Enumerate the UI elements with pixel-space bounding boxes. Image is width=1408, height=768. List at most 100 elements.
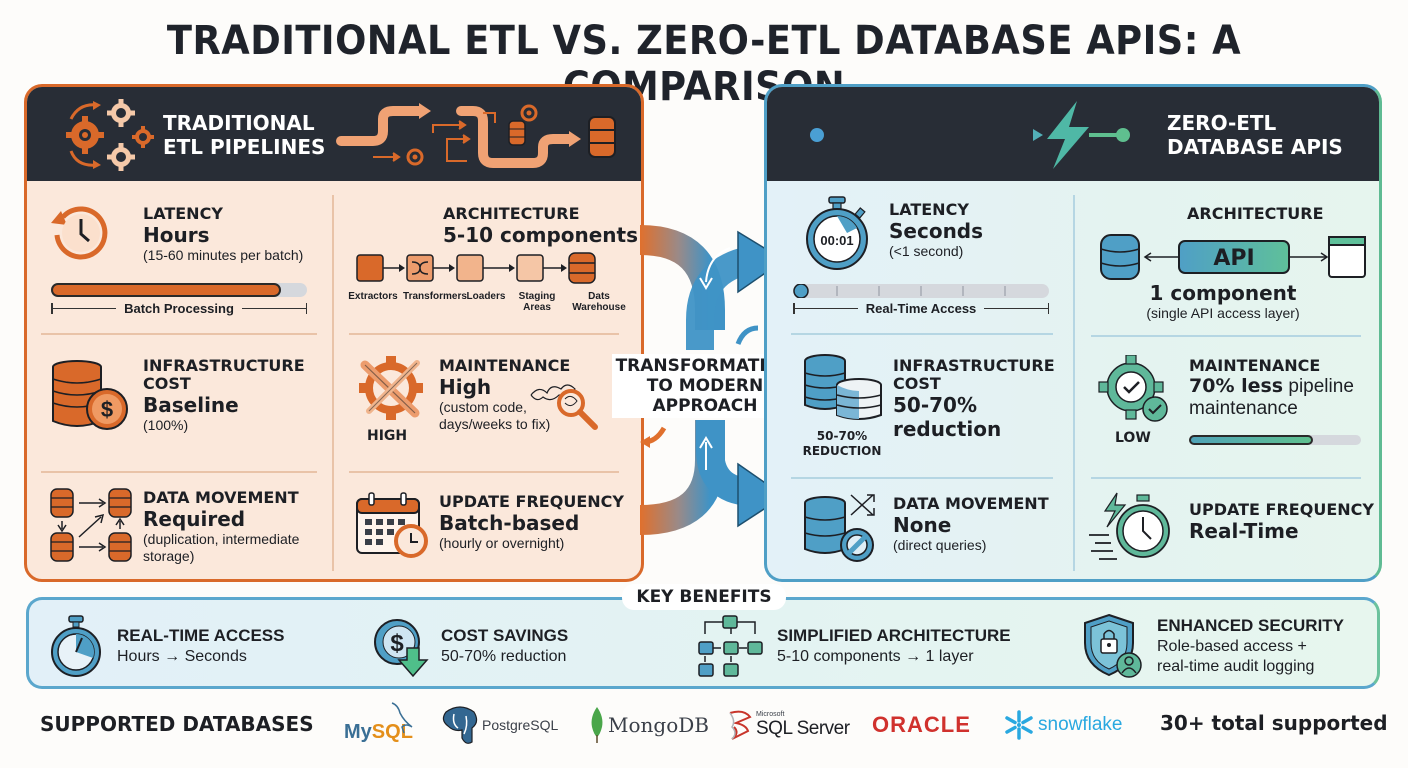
transformation-arrows <box>639 225 786 535</box>
latency-label: LATENCY <box>143 204 223 223</box>
cost-icon-caption: 50-70% REDUCTION <box>797 429 887 459</box>
blue-arrowhead-bottom <box>737 462 786 528</box>
postgresql-text: PostgreSQL <box>482 717 559 733</box>
microsoft-text: Microsoft <box>756 711 785 718</box>
gear-check-icon <box>1098 355 1168 422</box>
supported-databases: SUPPORTED DATABASES MySQL PostgreSQL Mon… <box>0 697 1408 753</box>
transformation-line-3: APPROACH <box>652 396 758 416</box>
row-divider <box>41 333 317 335</box>
benefit-simplified-architecture: SIMPLIFIED ARCHITECTURE 5-10 components … <box>695 600 1011 692</box>
row-divider <box>41 471 317 473</box>
benefit-title: COST SAVINGS <box>441 626 569 645</box>
row-divider <box>349 333 619 335</box>
key-benefits-panel: REAL-TIME ACCESS Hours → Seconds $ COST … <box>26 597 1380 689</box>
mysql-logo: MySQL <box>344 702 413 745</box>
pipeline-icon <box>336 103 616 168</box>
maintenance-value-rest: pipeline <box>1283 376 1354 397</box>
warehouse-icon <box>568 252 596 284</box>
traditional-infrastructure-cost: $ INFRASTRUCTURE COST Baseline (100%) <box>27 337 331 471</box>
sql-server-logo: Microsoft SQL Server <box>726 705 850 745</box>
zero-etl-data-movement: DATA MOVEMENT None (direct queries) <box>767 481 1071 579</box>
stage-label: Transformers <box>403 291 467 302</box>
benefit-enhanced-security: ENHANCED SECURITY Role-based access + re… <box>1081 600 1344 692</box>
stopwatch-time: 00:01 <box>820 233 853 248</box>
stopwatch-icon: 00:01 <box>806 196 868 270</box>
stage-label: Staging Areas <box>518 291 556 313</box>
architecture-label: ARCHITECTURE <box>443 204 580 223</box>
api-architecture-diagram: API <box>1100 234 1366 280</box>
benefit-title: REAL-TIME ACCESS <box>117 626 285 645</box>
etl-stages-diagram <box>356 252 596 284</box>
architecture-detail: (single API access layer) <box>1146 305 1300 321</box>
elephant-icon <box>442 706 478 744</box>
calendar-clock-icon <box>356 492 428 558</box>
zero-etl-infrastructure-cost: 50-70% REDUCTION INFRASTRUCTURE COST 50-… <box>767 337 1071 477</box>
zero-etl-latency: 00:01 LATENCY Seconds (<1 second) Real-T… <box>767 181 1071 321</box>
update-frequency-value: Real-Time <box>1189 519 1299 543</box>
traditional-header-title: TRADITIONAL ETL PIPELINES <box>163 111 325 159</box>
traditional-etl-panel: TRADITIONAL ETL PIPELINES <box>24 84 644 582</box>
header-line-2: ETL PIPELINES <box>163 135 326 159</box>
database-transfer-icon <box>50 488 132 562</box>
update-frequency-value: Batch-based <box>439 511 580 535</box>
oracle-logo: ORACLE <box>872 705 971 745</box>
caption-line-1: 50-70% <box>816 429 868 443</box>
maintenance-icon-caption: LOW <box>1115 430 1151 446</box>
dolphin-icon <box>391 702 413 734</box>
traditional-header: TRADITIONAL ETL PIPELINES <box>27 87 641 181</box>
loader-box <box>456 254 484 282</box>
mongodb-logo: MongoDB <box>590 705 709 745</box>
data-movement-label: DATA MOVEMENT <box>143 488 299 507</box>
span-label-text: Real-Time Access <box>865 301 977 316</box>
real-time-access-label: Real-Time Access <box>793 301 1050 316</box>
reduced-database-cost-icon <box>804 354 882 420</box>
row-divider <box>791 333 1053 335</box>
maintenance-value-bold: 70% less <box>1189 375 1284 397</box>
header-line-1: TRADITIONAL <box>163 111 315 135</box>
traditional-latency: LATENCY Hours (15-60 minutes per batch) … <box>27 181 331 321</box>
infra-cost-label-1: INFRASTRUCTURE <box>143 356 305 375</box>
benefit-desc: 50-70% reduction <box>441 648 567 665</box>
benefit-desc-1: Role-based access + <box>1157 638 1307 655</box>
latency-detail: (15-60 minutes per batch) <box>143 247 304 263</box>
database-icon <box>1100 234 1140 280</box>
latency-label: LATENCY <box>889 200 969 219</box>
fast-stopwatch-icon <box>1089 492 1170 560</box>
benefit-cost-savings: $ COST SAVINGS 50-70% reduction <box>373 600 568 692</box>
maintenance-label: MAINTENANCE <box>1189 356 1321 375</box>
benefit-title: ENHANCED SECURITY <box>1157 616 1345 635</box>
maintenance-icon-caption: HIGH <box>367 428 408 444</box>
data-movement-detail-2: storage) <box>143 548 195 564</box>
latency-value: Seconds <box>889 219 984 243</box>
infra-cost-label-2: COST <box>893 374 941 393</box>
maintenance-value: High <box>439 375 492 399</box>
zero-etl-header: ZERO-ETL DATABASE APIS <box>767 87 1379 181</box>
infra-cost-value-1: 50-70% <box>893 393 978 417</box>
zero-etl-architecture: ARCHITECTURE API 1 component (single API… <box>1073 181 1379 331</box>
column-divider <box>332 195 334 571</box>
benefit-desc: Hours → Seconds <box>117 648 247 665</box>
data-movement-value: Required <box>143 507 246 531</box>
header-line-1: ZERO-ETL <box>1167 111 1277 135</box>
clock-history-icon <box>51 206 108 260</box>
infra-cost-detail: (100%) <box>143 417 189 433</box>
extractor-box <box>356 254 384 282</box>
batch-processing-label: Batch Processing <box>51 301 308 316</box>
latency-detail: (<1 second) <box>889 243 964 259</box>
infra-cost-value: Baseline <box>143 393 239 417</box>
sql-server-text: SQL Server <box>756 718 850 739</box>
staging-box <box>516 254 544 282</box>
zero-etl-panel: ZERO-ETL DATABASE APIS 00:01 LATENCY Sec… <box>764 84 1382 582</box>
zero-etl-maintenance: LOW MAINTENANCE 70% less pipeline mainte… <box>1073 337 1379 477</box>
maintenance-bar <box>1189 435 1361 445</box>
data-movement-detail-1: (duplication, intermediate <box>143 531 300 547</box>
maintenance-bar-fill <box>1189 435 1313 445</box>
maintenance-detail-2: days/weeks to fix) <box>439 416 551 432</box>
shield-lock-icon <box>1084 613 1142 678</box>
stage-label: Dats Warehouse <box>572 291 626 313</box>
real-time-access-bar <box>793 284 1049 298</box>
snowflake-logo: snowflake <box>1004 705 1123 745</box>
batch-processing-bar <box>51 283 307 297</box>
total-supported: 30+ total supported <box>1160 711 1388 735</box>
blue-arrowhead-top <box>737 230 786 294</box>
